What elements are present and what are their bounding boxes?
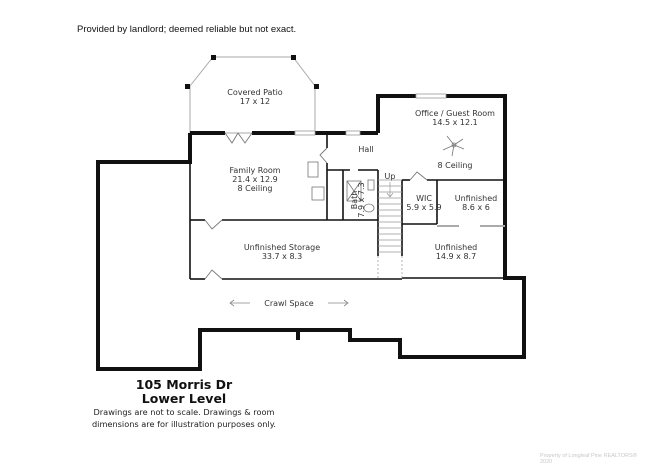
- family-room-ceiling: 8 Ceiling: [238, 184, 273, 193]
- storage-dims: 33.7 x 8.3: [262, 252, 302, 261]
- scale-disclaimer-line1: Drawings are not to scale. Drawings & ro…: [93, 407, 275, 417]
- office-ceiling: 8 Ceiling: [438, 161, 473, 170]
- storage-name: Unfinished Storage: [244, 243, 320, 252]
- covered-patio-dims: 17 x 12: [240, 97, 270, 106]
- windows: [294, 93, 447, 136]
- scale-disclaimer-line2: dimensions are for illustration purposes…: [91, 418, 277, 429]
- crawl-space-name: Crawl Space: [264, 299, 314, 308]
- bath-name: Bath: [350, 191, 359, 210]
- exterior-walls: [96, 94, 526, 371]
- property-address: 105 Morris Dr: [135, 377, 233, 392]
- unfinished-small-dims: 8.6 x 6: [462, 203, 490, 212]
- wic-dims: 5.9 x 5.9: [406, 203, 441, 212]
- office-name: Office / Guest Room: [415, 109, 495, 118]
- unfinished-large-name: Unfinished: [435, 243, 478, 252]
- watermark: Property of Longleaf Pine REALTORS® 2020: [540, 453, 637, 465]
- stairs: [377, 179, 403, 279]
- interior-walls: [189, 133, 505, 280]
- stairs-up-label: Up: [385, 172, 396, 181]
- title-block: 105 Morris Dr Lower Level Drawings are n…: [74, 378, 294, 429]
- unfinished-large-dims: 14.9 x 8.7: [436, 252, 476, 261]
- covered-patio-name: Covered Patio: [227, 88, 283, 97]
- wic-name: WIC: [416, 194, 432, 203]
- bath-dims: 7.9 x 7.3: [357, 182, 366, 217]
- landlord-disclaimer: Provided by landlord; deemed reliable bu…: [77, 24, 297, 35]
- office-dims: 14.5 x 12.1: [432, 118, 477, 127]
- hall-name: Hall: [358, 145, 373, 154]
- unfinished-small-name: Unfinished: [455, 194, 498, 203]
- bath-fixtures: [307, 161, 375, 213]
- family-room-dims: 21.4 x 12.9: [232, 175, 277, 184]
- family-room-name: Family Room: [229, 166, 280, 175]
- floor-level: Lower Level: [141, 391, 227, 406]
- door-swings: [204, 132, 428, 280]
- ceiling-fan-icon: [442, 135, 465, 157]
- crawl-space-arrows: [229, 299, 349, 307]
